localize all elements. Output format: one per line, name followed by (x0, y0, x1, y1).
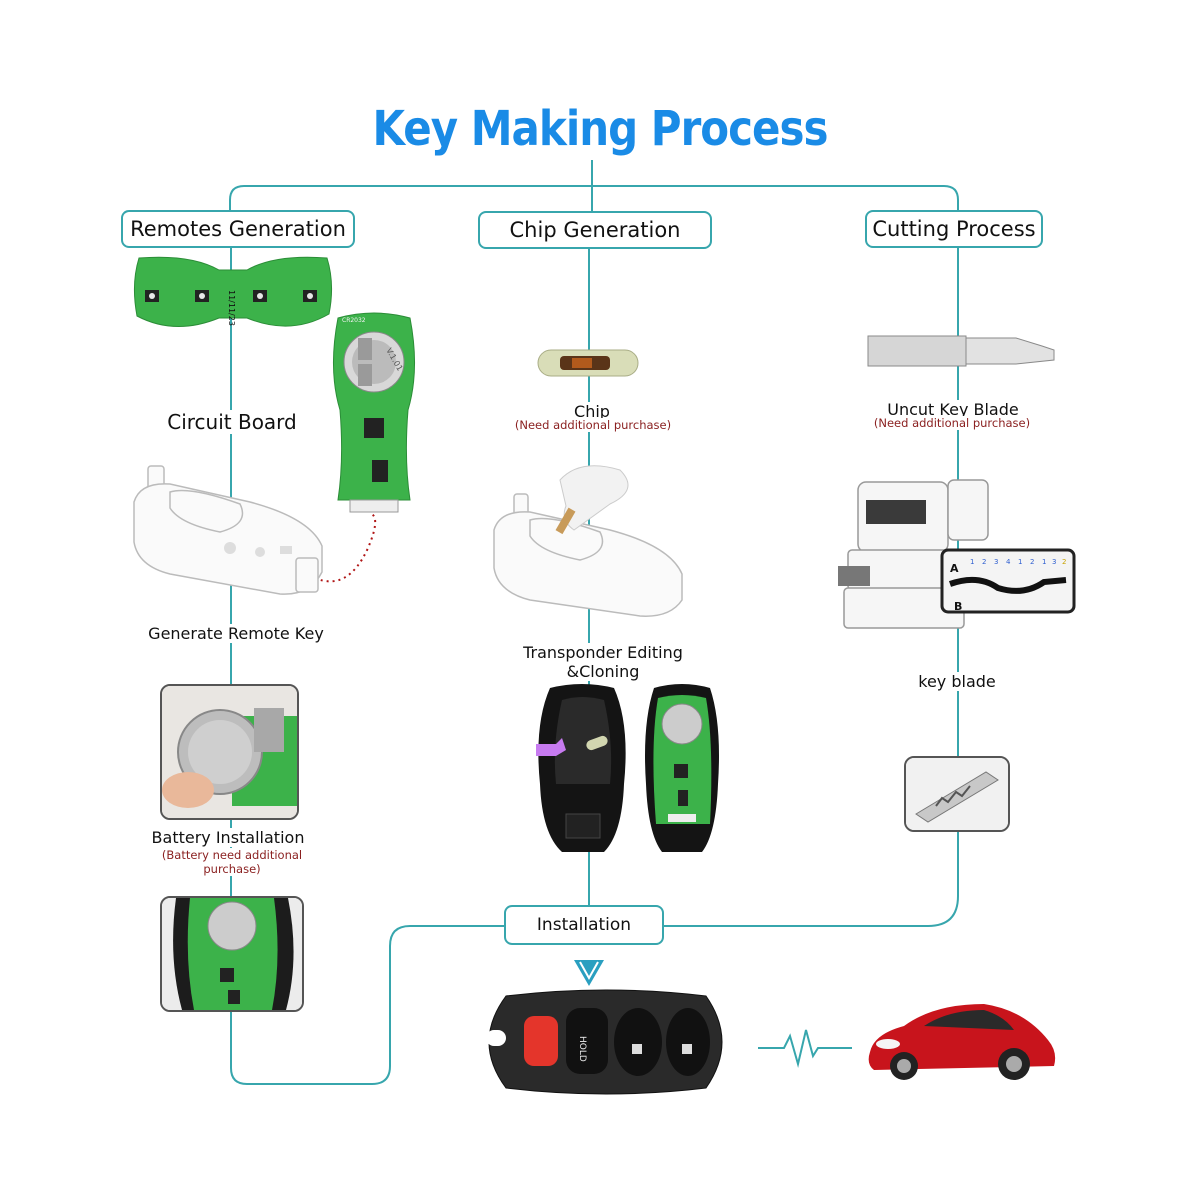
svg-text:2: 2 (982, 558, 986, 566)
key-cutting-machine-image: A B 1 2 3 4 1 2 1 3 2 (838, 470, 1078, 646)
chip-programming-device-image (490, 460, 690, 620)
hold-button-text: HOLD (577, 1036, 587, 1062)
generate-remote-key-label: Generate Remote Key (146, 624, 326, 643)
transponder-chip-image (536, 346, 640, 380)
remotes-generation-header: Remotes Generation (121, 210, 355, 248)
chip-note: (Need additional purchase) (508, 418, 678, 432)
svg-text:2: 2 (1062, 558, 1066, 566)
cutting-process-header: Cutting Process (865, 210, 1043, 248)
svg-text:1: 1 (1042, 558, 1046, 566)
chip-generation-header: Chip Generation (478, 211, 712, 249)
key-blade-label: key blade (910, 672, 1004, 691)
page-title: Key Making Process (372, 100, 828, 157)
circuit-board-label: Circuit Board (160, 410, 304, 434)
cut-key-blade-image (904, 756, 1010, 832)
battery-model-text: CR2032 (342, 317, 366, 324)
remote-shell-inside-image (530, 684, 634, 858)
svg-text:1: 1 (970, 558, 974, 566)
svg-text:2: 2 (1030, 558, 1034, 566)
cutter-mark-b: B (954, 600, 962, 613)
uncut-key-blade-image (866, 332, 1058, 372)
battery-installation-image (160, 684, 299, 820)
svg-text:4: 4 (1006, 558, 1011, 566)
red-car-image (864, 996, 1060, 1084)
svg-text:3: 3 (1052, 558, 1056, 566)
svg-text:1: 1 (1018, 558, 1022, 566)
remote-shell-with-board-image (642, 684, 722, 858)
battery-note: (Battery need additional purchase) (132, 848, 332, 876)
blade-note: (Need additional purchase) (872, 416, 1032, 430)
svg-text:3: 3 (994, 558, 998, 566)
finished-remote-key-image: HOLD (476, 986, 738, 1098)
transponder-editing-label: Transponder Editing &Cloning (486, 643, 720, 681)
key-programmer-device-image (130, 462, 330, 602)
circuit-board-vertical-image: V.1.01 CR2032 (328, 310, 420, 518)
board-in-case-image (160, 896, 304, 1012)
installation-box: Installation (504, 905, 664, 945)
uncut-key-blade-label: Uncut Key Blade (880, 400, 1026, 419)
chip-label: Chip (560, 402, 624, 421)
battery-installation-label: Battery Installation (148, 828, 308, 847)
cutter-mark-a: A (950, 562, 959, 575)
board-date-text: 11/11/23 (227, 290, 236, 326)
circuit-board-horizontal-image: 11/11/23 (131, 254, 335, 336)
